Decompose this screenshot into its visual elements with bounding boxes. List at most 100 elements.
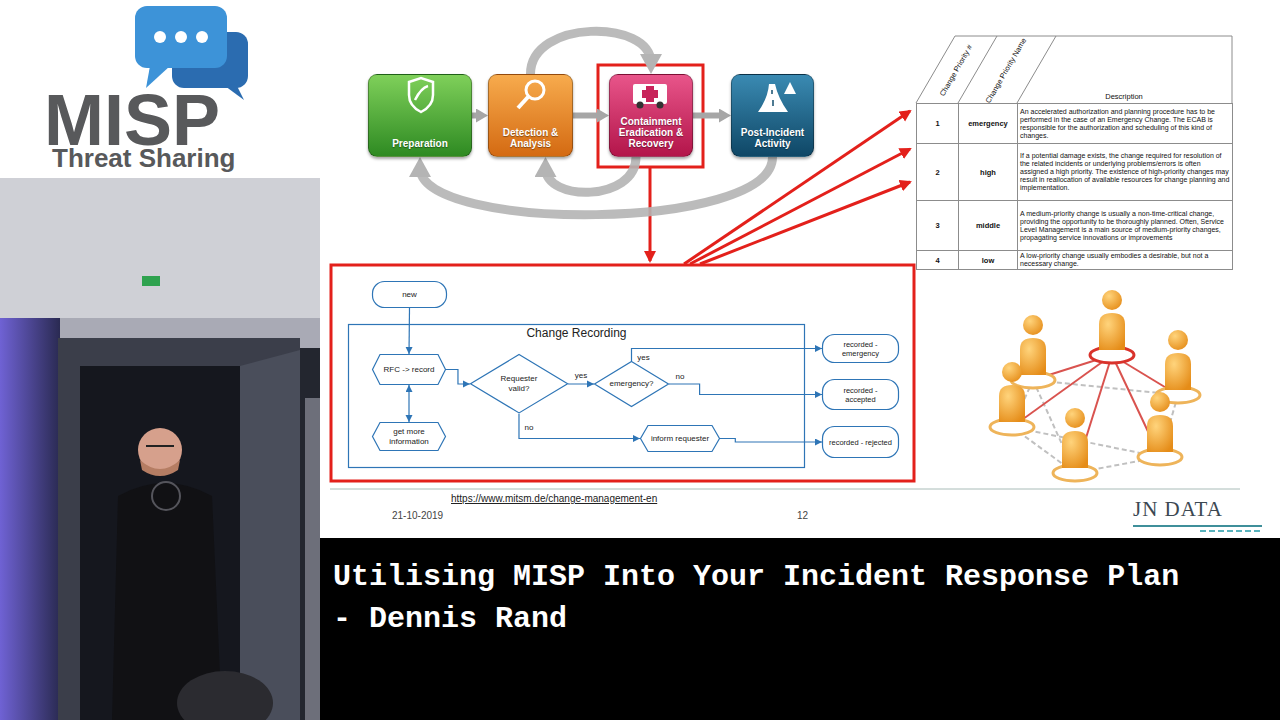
hexagon-outline: [641, 426, 720, 452]
cycle-arrow: [420, 157, 773, 215]
table-cell: 4: [917, 251, 959, 270]
diamond-outline: [470, 355, 567, 413]
brand-mark: [1133, 526, 1262, 531]
column-header-box: Description: [1105, 92, 1143, 101]
group-box-text: Change Recording: [526, 327, 626, 341]
edge-label-box: yes: [574, 371, 588, 380]
priority-number: 3: [935, 221, 939, 230]
process-hexagon: inform requester: [640, 425, 720, 452]
edge-label: yes: [574, 371, 588, 380]
table-description: An accelerated authorization and plannin…: [1020, 108, 1230, 140]
decision-diamond-text: Requester valid?: [495, 374, 542, 393]
phase-box-text: Detection & Analysis: [492, 127, 569, 149]
end-terminal-text: recorded - accepted: [828, 386, 893, 404]
table-cell: 3: [917, 201, 959, 251]
footer-rule: [330, 489, 1240, 490]
terminal-outline: [823, 380, 899, 410]
table-cell: 1: [917, 104, 959, 144]
table-cell: A medium-priority change is usually a no…: [1018, 201, 1233, 251]
edge-label: no: [524, 423, 535, 432]
slide-date-box: 21-10-2019: [392, 510, 443, 522]
column-header: Change Priority #: [938, 43, 975, 98]
priority-name: high: [980, 168, 996, 177]
priority-number: 1: [935, 119, 939, 128]
table-header-lines: [916, 36, 1232, 103]
source-url-box: https://www.mitsm.de/change-management-e…: [451, 493, 657, 505]
terminal-outline: [823, 427, 899, 458]
connector: [472, 113, 481, 119]
cycle-arrow: [546, 157, 637, 192]
process-hexagon-text: get more information: [382, 427, 436, 446]
end-terminal: recorded - accepted: [822, 379, 899, 410]
table-description: A low-priority change usually embodies a…: [1020, 252, 1230, 268]
title-box: Utilising MISP Into Your Incident Respon…: [333, 556, 1203, 640]
page-number: 12: [797, 510, 808, 522]
terminal-outline: [373, 282, 447, 308]
priority-number: 2: [935, 168, 939, 177]
process-hexagon-text: inform requester: [651, 434, 709, 444]
column-header: Change Priority Name: [984, 36, 1029, 104]
connector: [693, 113, 724, 119]
edge-label: yes: [636, 353, 650, 362]
hexagon-outline: [373, 355, 446, 385]
table-cell: low: [959, 251, 1018, 270]
priority-name: emergency: [968, 119, 1008, 128]
phase-box: Post-Incident Activity: [731, 74, 814, 157]
brand-name: JN DATA: [1133, 497, 1223, 521]
table-cell: If a potential damage exists, the change…: [1018, 144, 1233, 201]
end-terminal-text: recorded - rejected: [829, 438, 892, 447]
connector: [568, 383, 594, 384]
column-header-box: Change Priority Name: [984, 36, 1029, 104]
priority-name: middle: [976, 221, 1000, 230]
start-terminal-text: new: [402, 290, 417, 300]
end-terminal: recorded - emergency: [822, 334, 899, 363]
phase-box: Containment Eradication & Recovery: [609, 74, 693, 157]
phase-box: Detection & Analysis: [488, 74, 573, 157]
speaker-video: [0, 178, 320, 720]
decision-diamond: Requester valid?: [470, 354, 568, 413]
title-band: [320, 538, 1280, 720]
decision-diamond-text: emergency?: [609, 379, 653, 389]
table-cell: high: [959, 144, 1018, 201]
ambulance-icon: [633, 84, 667, 109]
road-icon: [758, 82, 796, 112]
end-terminal-text: recorded - emergency: [828, 340, 893, 358]
logo-ground: [0, 0, 320, 178]
end-terminal: recorded - rejected: [822, 426, 899, 458]
decision-diamond: emergency?: [594, 361, 669, 407]
slide-ground: [320, 0, 1280, 538]
edge-label-box: no: [524, 423, 535, 432]
start-terminal: new: [372, 281, 447, 308]
highlight-frame: [331, 265, 914, 481]
column-header-box: Change Priority #: [938, 43, 975, 98]
table-cell: middle: [959, 201, 1018, 251]
logo-tagline-box: Threat Sharing: [52, 143, 235, 173]
terminal-outline: [823, 335, 899, 363]
shield-icon: [409, 78, 433, 112]
priority-table: 1 emergency An accelerated authorization a…: [916, 103, 1233, 270]
table-cell: 2: [917, 144, 959, 201]
magnifier-icon: [518, 81, 544, 108]
highlight-frame: [598, 65, 703, 167]
table-description: If a potential damage exists, the change…: [1020, 152, 1230, 192]
process-hexagon-text: RFC -> record: [384, 365, 435, 375]
connector: [669, 384, 822, 395]
logo-tagline: Threat Sharing: [52, 143, 235, 173]
phase-box: Preparation: [368, 74, 472, 157]
talk-title: Utilising MISP Into Your Incident Respon…: [333, 556, 1203, 640]
process-hexagon: get more information: [372, 422, 446, 451]
priority-name: low: [982, 256, 995, 265]
priority-number: 4: [935, 256, 939, 265]
group-outline: [349, 325, 805, 468]
source-url: https://www.mitsm.de/change-management-e…: [451, 493, 657, 505]
phase-box-text: Preparation: [392, 138, 448, 149]
table-cell: emergency: [959, 104, 1018, 144]
brand-name-box: JN DATA: [1133, 497, 1223, 521]
process-hexagon: RFC -> record: [372, 354, 446, 385]
edge-label-box: yes: [636, 353, 650, 362]
connector: [632, 349, 823, 362]
connector: [720, 439, 822, 443]
diamond-outline: [595, 362, 669, 407]
edge-label: no: [675, 372, 686, 381]
